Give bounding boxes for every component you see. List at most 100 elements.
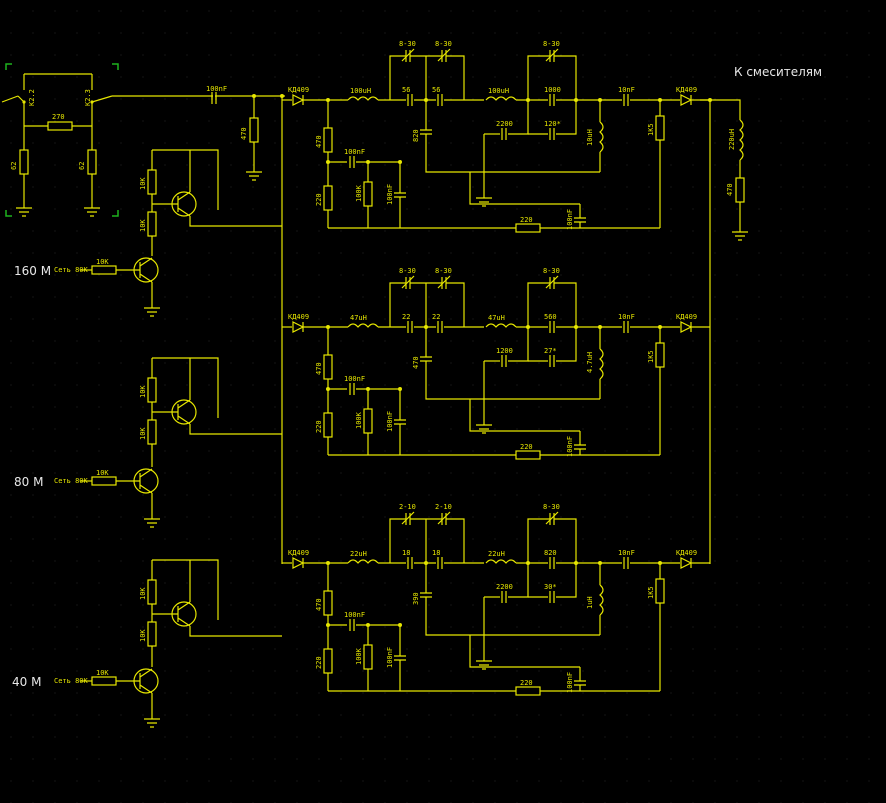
band1-r2-label: 220 — [315, 193, 323, 206]
band2-rfb-label: 220 — [520, 443, 533, 451]
band1-rbias-label: 1K5 — [647, 123, 655, 136]
band2-trim1-label: 8-30 — [399, 267, 416, 275]
band3-r1-label: 470 — [315, 598, 323, 611]
band3-couple-label: 2200 — [496, 583, 513, 591]
band1-l3-label: 10uH — [586, 129, 594, 146]
r-out-label: 470 — [726, 183, 734, 196]
filter-bands: КД409 470 220 100nF 100K 100nF 100uH 56 56 8-30 8-… — [282, 40, 710, 696]
input-section: K2.2 K2.3 270 62 62 — [1, 63, 285, 217]
band2-diode-in-label: КД409 — [288, 313, 309, 321]
band2-c5-label: 100nF — [344, 375, 365, 383]
band1-l1-label: 100uH — [350, 87, 371, 95]
band2-r2-label: 220 — [315, 420, 323, 433]
band3-rfb-label: 220 — [520, 679, 533, 687]
switch1-r-mid-label: 10K — [139, 219, 147, 232]
r270-label: 270 — [52, 113, 65, 121]
switch3-r-mid-label: 10K — [139, 629, 147, 642]
band2-diode-out-label: КД409 — [676, 313, 697, 321]
band1-cout-label: 10nF — [618, 86, 635, 94]
output-section: 220uH 470 К смесителям — [700, 65, 822, 564]
band2-l2-label: 47uH — [488, 314, 505, 322]
band2-r1-label: 470 — [315, 362, 323, 375]
band1-c1-label: 56 — [402, 86, 410, 94]
l-out-label: 220uH — [728, 129, 736, 150]
band2-cout-label: 10nF — [618, 313, 635, 321]
band3-r3-label: 100K — [355, 647, 363, 665]
band1-diode-out-label: КД409 — [676, 86, 697, 94]
band3-trim2-label: 2-10 — [435, 503, 452, 511]
band3-c2-label: 18 — [432, 549, 440, 557]
band3-diode-out-label: КД409 — [676, 549, 697, 557]
r-in-label: 470 — [240, 127, 248, 140]
r62-right-label: 62 — [78, 162, 86, 170]
band1-c5-label: 100nF — [344, 148, 365, 156]
switch-2: 10K 10K 10K Сеть 80К — [54, 357, 282, 528]
band1-c7-label: 100nF — [566, 209, 574, 230]
band2-trim2-label: 8-30 — [435, 267, 452, 275]
band1-trim1-label: 8-30 — [399, 40, 416, 48]
band1-diode-in-label: КД409 — [288, 86, 309, 94]
band2-c2-label: 22 — [432, 313, 440, 321]
band3-rbias-label: 1K5 — [647, 586, 655, 599]
switch1-r-in-label: 10K — [96, 258, 109, 266]
band-label-40: 40 М — [12, 675, 41, 689]
cap-in-label: 100nF — [206, 85, 227, 93]
band1-couple-label: 2200 — [496, 120, 513, 128]
switch3-r-top-label: 10K — [139, 587, 147, 600]
band1-c6-label: 100nF — [386, 184, 394, 205]
output-label: К смесителям — [734, 65, 822, 79]
band2-shunt-label: 470 — [412, 356, 420, 369]
band-label-80: 80 М — [14, 475, 43, 489]
band2-c4-label: 27* — [544, 347, 557, 355]
band2-c1-label: 22 — [402, 313, 410, 321]
band3-shunt-label: 390 — [412, 592, 420, 605]
switch3-input-label: Сеть 80К — [54, 677, 89, 685]
band3-c3-label: 820 — [544, 549, 557, 557]
band3-c6-label: 100nF — [386, 647, 394, 668]
switch2-r-in-label: 10K — [96, 469, 109, 477]
band1-c4-label: 120* — [544, 120, 561, 128]
band2-rbias-label: 1K5 — [647, 350, 655, 363]
band2-couple-label: 1200 — [496, 347, 513, 355]
switch-3: 10K 10K 10K Сеть 80К — [54, 559, 282, 728]
input-coupling: 100nF 470 — [206, 85, 262, 181]
band2-l1-label: 47uH — [350, 314, 367, 322]
switch2-r-top-label: 10K — [139, 385, 147, 398]
band3-c4-label: 30* — [544, 583, 557, 591]
r62-left-label: 62 — [10, 162, 18, 170]
switch2-r-mid-label: 10K — [139, 427, 147, 440]
switch2-input-label: Сеть 80К — [54, 477, 89, 485]
band3-l2-label: 22uH — [488, 550, 505, 558]
band3-r2-label: 220 — [315, 656, 323, 669]
band2-r3-label: 100K — [355, 411, 363, 429]
switch1-r-top-label: 10K — [139, 177, 147, 190]
band1-rfb-label: 220 — [520, 216, 533, 224]
band1-l2-label: 100uH — [488, 87, 509, 95]
band3-diode-in-label: КД409 — [288, 549, 309, 557]
band1-c3-label: 1000 — [544, 86, 561, 94]
band1-c2-label: 56 — [432, 86, 440, 94]
band3-trim1-label: 2-10 — [399, 503, 416, 511]
relay-k23-label: K2.3 — [84, 89, 92, 106]
band2-c6-label: 100nF — [386, 411, 394, 432]
relay-k22-label: K2.2 — [28, 89, 36, 106]
switch3-r-in-label: 10K — [96, 669, 109, 677]
band2-trim3-label: 8-30 — [543, 267, 560, 275]
band2-l3-label: 4.7uH — [586, 352, 594, 373]
band3-c7-label: 100nF — [566, 672, 574, 693]
band1-trim2-label: 8-30 — [435, 40, 452, 48]
band-2: КД409 470 220 100nF 100K 100nF 47uH 22 22 8-30 8-3… — [282, 267, 710, 460]
band3-l1-label: 22uH — [350, 550, 367, 558]
band3-cout-label: 10nF — [618, 549, 635, 557]
band-label-160: 160 М — [14, 264, 51, 278]
band3-trim3-label: 8-30 — [543, 503, 560, 511]
band3-c5-label: 100nF — [344, 611, 365, 619]
band1-r3-label: 100K — [355, 184, 363, 202]
band2-c3-label: 560 — [544, 313, 557, 321]
